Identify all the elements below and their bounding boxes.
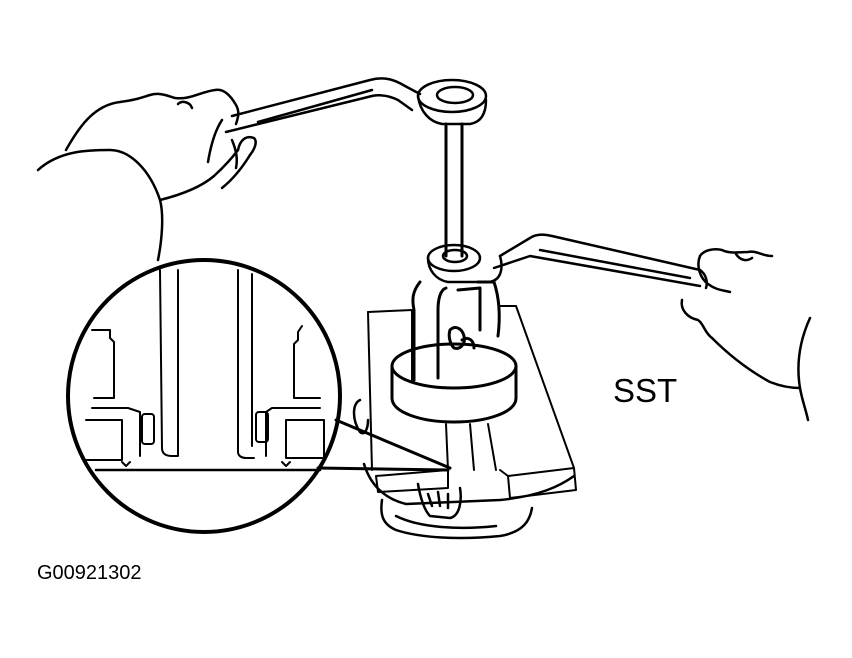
upper-box-wrench-icon [224, 77, 488, 134]
figure-id-label: G00921302 [37, 562, 142, 584]
right-hand-icon [680, 248, 812, 422]
support-plates-icon [367, 305, 577, 499]
sst-puller-icon [390, 280, 518, 424]
left-hand-icon [36, 88, 257, 262]
center-bolt-icon [444, 122, 464, 258]
housing-base-icon [352, 398, 576, 540]
sst-callout-label: SST [613, 372, 678, 409]
magnifier-pointer-icon [316, 418, 452, 472]
shaft-icon [445, 423, 497, 471]
detail-magnifier-circle-icon [66, 258, 342, 534]
lower-box-wrench-icon [426, 233, 708, 290]
